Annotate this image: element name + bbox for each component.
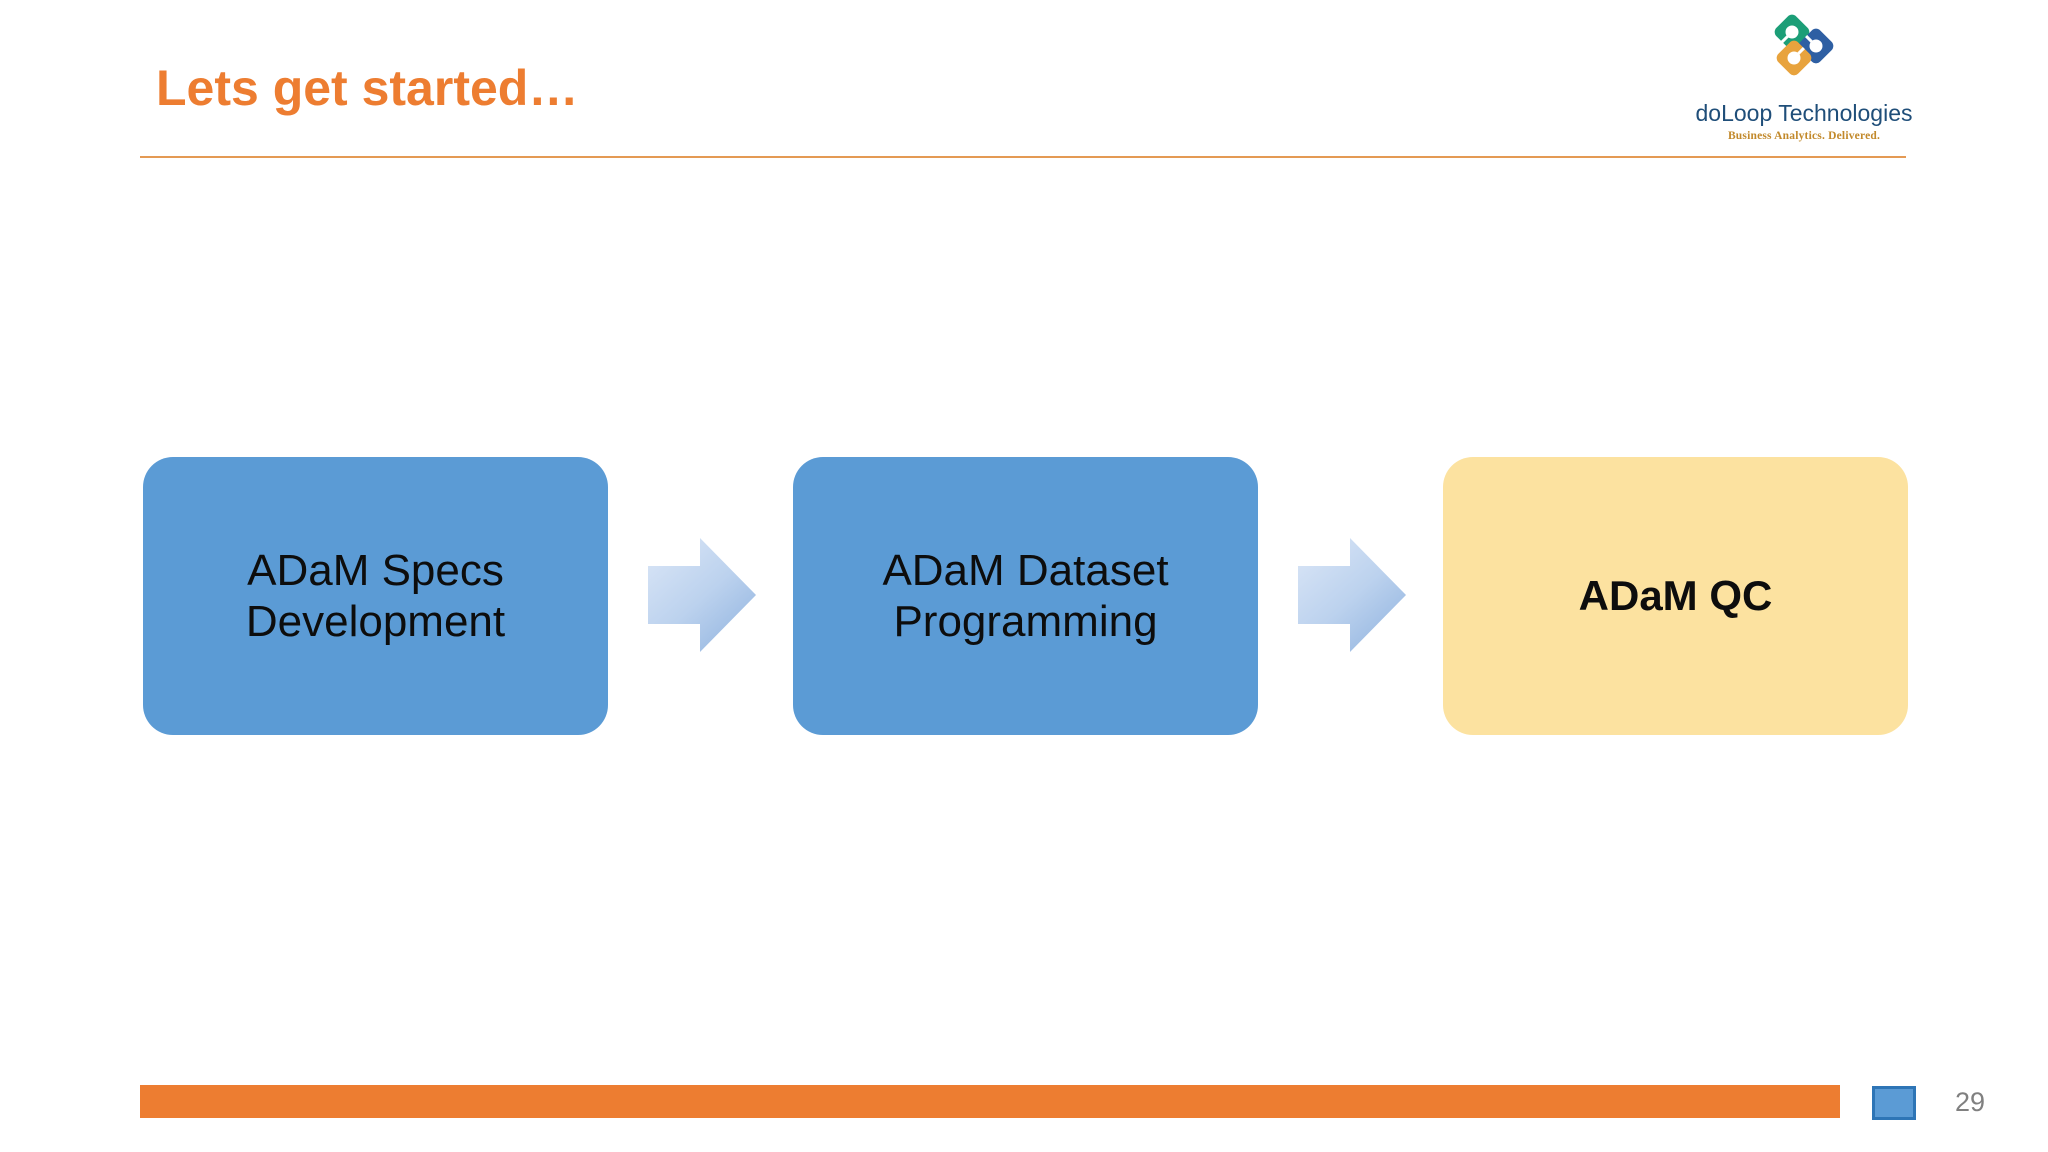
title-divider (140, 156, 1906, 158)
company-logo: doLoop Technologies Business Analytics. … (1684, 14, 1924, 142)
footer-square-marker (1872, 1086, 1916, 1120)
page-title: Lets get started… (156, 60, 579, 116)
right-arrow-icon-1 (648, 538, 756, 652)
right-arrow-icon-2 (1298, 538, 1406, 652)
footer-accent-bar (140, 1085, 1840, 1118)
process-step-label: ADaM Specs Development (245, 545, 506, 646)
process-step-adam-qc: ADaM QC (1443, 457, 1908, 735)
process-step-adam-dataset-programming: ADaM Dataset Programming (793, 457, 1258, 735)
logo-company-name: doLoop Technologies (1695, 100, 1913, 126)
doloop-logo-mark-icon (1770, 14, 1838, 76)
page-number: 29 (1955, 1087, 1986, 1117)
logo-tagline: Business Analytics. Delivered. (1727, 130, 1881, 142)
process-step-label: ADaM QC (1578, 571, 1773, 619)
process-step-adam-specs-development: ADaM Specs Development (143, 457, 608, 735)
process-step-label: ADaM Dataset Programming (882, 545, 1169, 646)
